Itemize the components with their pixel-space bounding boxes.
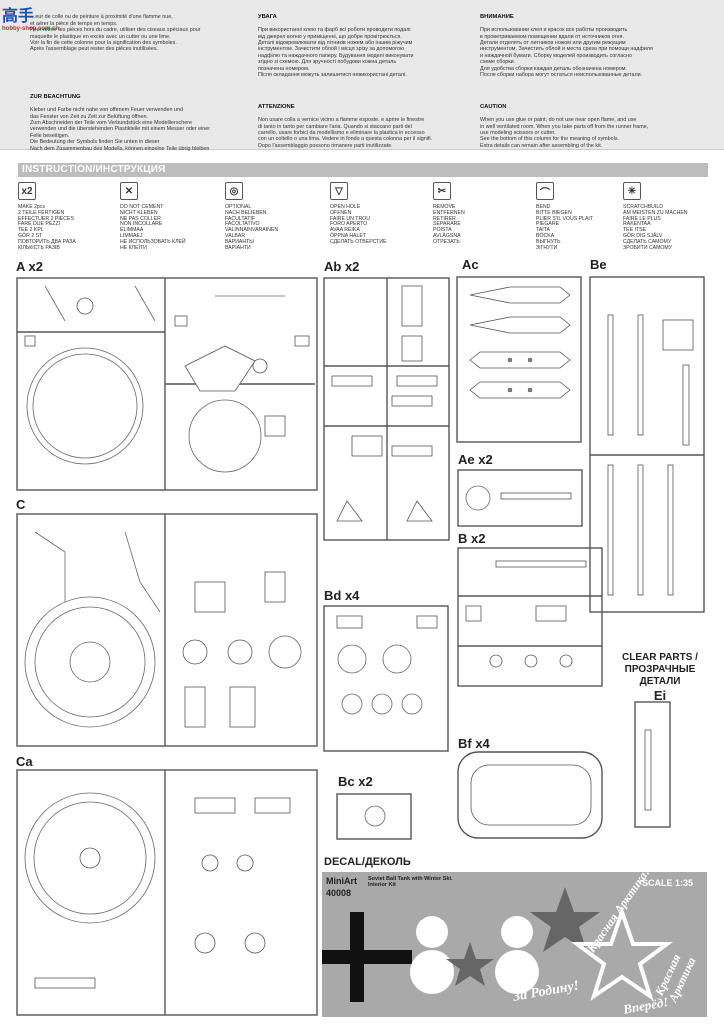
sprue-bf-drawing: [457, 751, 603, 839]
symbol-optional: ◎ OPTIONAL NACH BELIEBEN FACULTATIF FACO…: [225, 182, 315, 251]
warning-russian: ВНИМАНИЕ При использовании клея и красок…: [480, 8, 715, 78]
decal-brand: MiniArt: [326, 876, 357, 886]
symbol-label: OPEN HOLE OFFNEN FAIRE UN TROU FORO APER…: [330, 204, 387, 245]
symbol-open-hole: ▽ OPEN HOLE OFFNEN FAIRE UN TROU FORO AP…: [330, 182, 420, 246]
symbol-make-two: x2 MAKE 2pcs 2 TEILE FERTIGEN EFFECTUER …: [18, 182, 108, 251]
sprue-label-bf: Bf x4: [458, 736, 490, 751]
part-track: [470, 764, 592, 826]
sprue-label-bd: Bd x4: [324, 588, 360, 603]
sprue-label-a: A x2: [16, 259, 43, 274]
warning-french-text: …eur de colle ou de peinture à proximité…: [30, 14, 201, 53]
part-hull-half: [24, 596, 156, 728]
symbol-no-cement: ✕ DO NOT CEMENT NICHT KLEBEN NE PAS COLL…: [120, 182, 210, 251]
sprue-ca-drawing: [16, 769, 318, 1016]
part-plate: [184, 345, 256, 392]
warning-english-title: CAUTION: [480, 104, 507, 111]
warning-english-text: When you use glue or paint, do not use n…: [480, 117, 649, 149]
snowman-decal: [410, 916, 539, 994]
decal-kit-name: Soviet Ball Tank with Winter Ski. Interi…: [368, 876, 453, 888]
sprue-frame: [16, 277, 318, 491]
sprue-label-ei: Ei: [653, 688, 667, 703]
white-star-decal: [570, 905, 674, 1001]
part-ring: [26, 347, 144, 465]
part-disc: [188, 399, 262, 473]
warning-english: CAUTION When you use glue or paint, do n…: [480, 98, 715, 149]
warning-german: ZUR BEACHTUNG Kleber und Farbe nicht nah…: [30, 88, 250, 152]
sprue-bd-drawing: [323, 605, 449, 752]
symbol-remove: ✂ REMOVE ENTFERNEN RETIRER SEPARARE POIS…: [433, 182, 523, 246]
decal-sheet: MiniArt 40008 Soviet Ball Tank with Wint…: [322, 865, 707, 1017]
decal-code: 40008: [326, 888, 352, 898]
star-decal-small: [446, 942, 494, 986]
german-cross-decal: [322, 912, 412, 1002]
clear-parts-title: CLEAR PARTS / ПРОЗРАЧНЫЕ ДЕТАЛИ Ei: [610, 640, 710, 714]
decal-title: DECAL/ДЕКОЛЬ: [324, 856, 411, 868]
symbol-scratchbuild: ✳ SCRATCHBUILD AM MEISTEN ZU MACHEN FAIR…: [623, 182, 713, 251]
symbol-label: MAKE 2pcs 2 TEILE FERTIGEN EFFECTUER 2 P…: [18, 204, 76, 251]
sprue-c-drawing: [16, 513, 318, 747]
sprue-label-ca: Ca: [16, 754, 33, 769]
instruction-title: INSTRUCTION/ИНСТРУКЦИЯ: [22, 164, 166, 175]
sprue-label-be: Be: [590, 257, 607, 272]
watermark-text: 高手: [2, 8, 35, 25]
sprue-label-ab: Ab x2: [324, 259, 360, 274]
sprue-a-drawing: [16, 277, 318, 491]
part-wheel: [268, 635, 302, 669]
part-ski: [469, 286, 571, 304]
decal-scale: SCALE 1:35: [642, 878, 694, 888]
warning-italian-text: Non usare colla a vernice vicino a flamm…: [258, 117, 433, 149]
symbol-label: OPTIONAL NACH BELIEBEN FACULTATIF FACOLT…: [225, 204, 279, 251]
sprue-ei-drawing: [634, 701, 671, 828]
part-barrel: [500, 492, 572, 500]
sprue-label-ae: Ae x2: [458, 452, 493, 467]
symbol-bend: ⌒ BEND BITTE BIEGEN PLIER S'IL VOUS PLAI…: [536, 182, 626, 251]
symbol-label: DO NOT CEMENT NICHT KLEBEN NE PAS COLLER…: [120, 204, 186, 251]
warning-german-text: Kleber und Farbe nicht nahe von offenem …: [30, 107, 211, 152]
optional-icon: ◎: [225, 182, 243, 200]
warning-french: …eur de colle ou de peinture à proximité…: [30, 8, 240, 53]
warning-russian-title: ВНИМАНИЕ: [480, 14, 514, 21]
symbol-legend: x2 MAKE 2pcs 2 TEILE FERTIGEN EFFECTUER …: [18, 182, 708, 258]
symbol-label: REMOVE ENTFERNEN RETIRER SEPARARE POISTA…: [433, 204, 465, 245]
sprue-b-drawing: [457, 547, 603, 687]
no-cement-icon: ✕: [120, 182, 138, 200]
red-star-decal: [530, 887, 600, 952]
instruction-bar: INSTRUCTION/ИНСТРУКЦИЯ: [18, 163, 708, 177]
make-two-icon: x2: [18, 182, 36, 200]
decal-artwork: [322, 887, 674, 1002]
warning-ukrainian-text: При використанні клею та фарб всі роботи…: [258, 27, 414, 79]
warning-italian: ATTENZIONE Non usare colla a vernice vic…: [258, 98, 478, 149]
clear-parts-label: CLEAR PARTS / ПРОЗРАЧНЫЕ ДЕТАЛИ: [622, 652, 698, 687]
warning-ukrainian: УВАГА При використанні клею та фарб всі …: [258, 8, 468, 78]
warning-ukrainian-title: УВАГА: [258, 14, 277, 21]
sprue-bc-drawing: [336, 793, 412, 840]
watermark-url: hobby-shop.com.cn: [2, 26, 59, 32]
part-rod: [495, 560, 587, 568]
warning-russian-text: При использовании клея и красок все рабо…: [480, 27, 653, 79]
warning-header: 高手 hobby-shop.com.cn …eur de colle ou de…: [0, 0, 724, 152]
part-grille: [662, 319, 694, 351]
remove-icon: ✂: [433, 182, 451, 200]
sprue-ab-drawing: [323, 277, 450, 541]
sprue-label-c: C: [16, 497, 26, 512]
sprue-label-ac: Ac: [462, 257, 479, 272]
symbol-label: SCRATCHBUILD AM MEISTEN ZU MACHEN FAIRE …: [623, 204, 688, 251]
sprue-ae-drawing: [457, 469, 583, 527]
scratchbuild-icon: ✳: [623, 182, 641, 200]
symbol-label: BEND BITTE BIEGEN PLIER S'IL VOUS PLAIT …: [536, 204, 594, 251]
watermark-logo: 高手 hobby-shop.com.cn: [2, 2, 59, 32]
sprue-be-drawing: [589, 276, 705, 613]
warning-german-title: ZUR BEACHTUNG: [30, 94, 81, 101]
drill-hole-icon: ▽: [330, 182, 348, 200]
part-periscope: [644, 729, 652, 811]
sprue-ac-drawing: [456, 276, 582, 443]
sprue-label-b: B x2: [458, 531, 486, 546]
bend-icon: ⌒: [536, 182, 554, 200]
sprue-label-bc: Bc x2: [338, 774, 373, 789]
part-hull-top: [24, 792, 156, 924]
warning-italian-title: ATTENZIONE: [258, 104, 295, 111]
